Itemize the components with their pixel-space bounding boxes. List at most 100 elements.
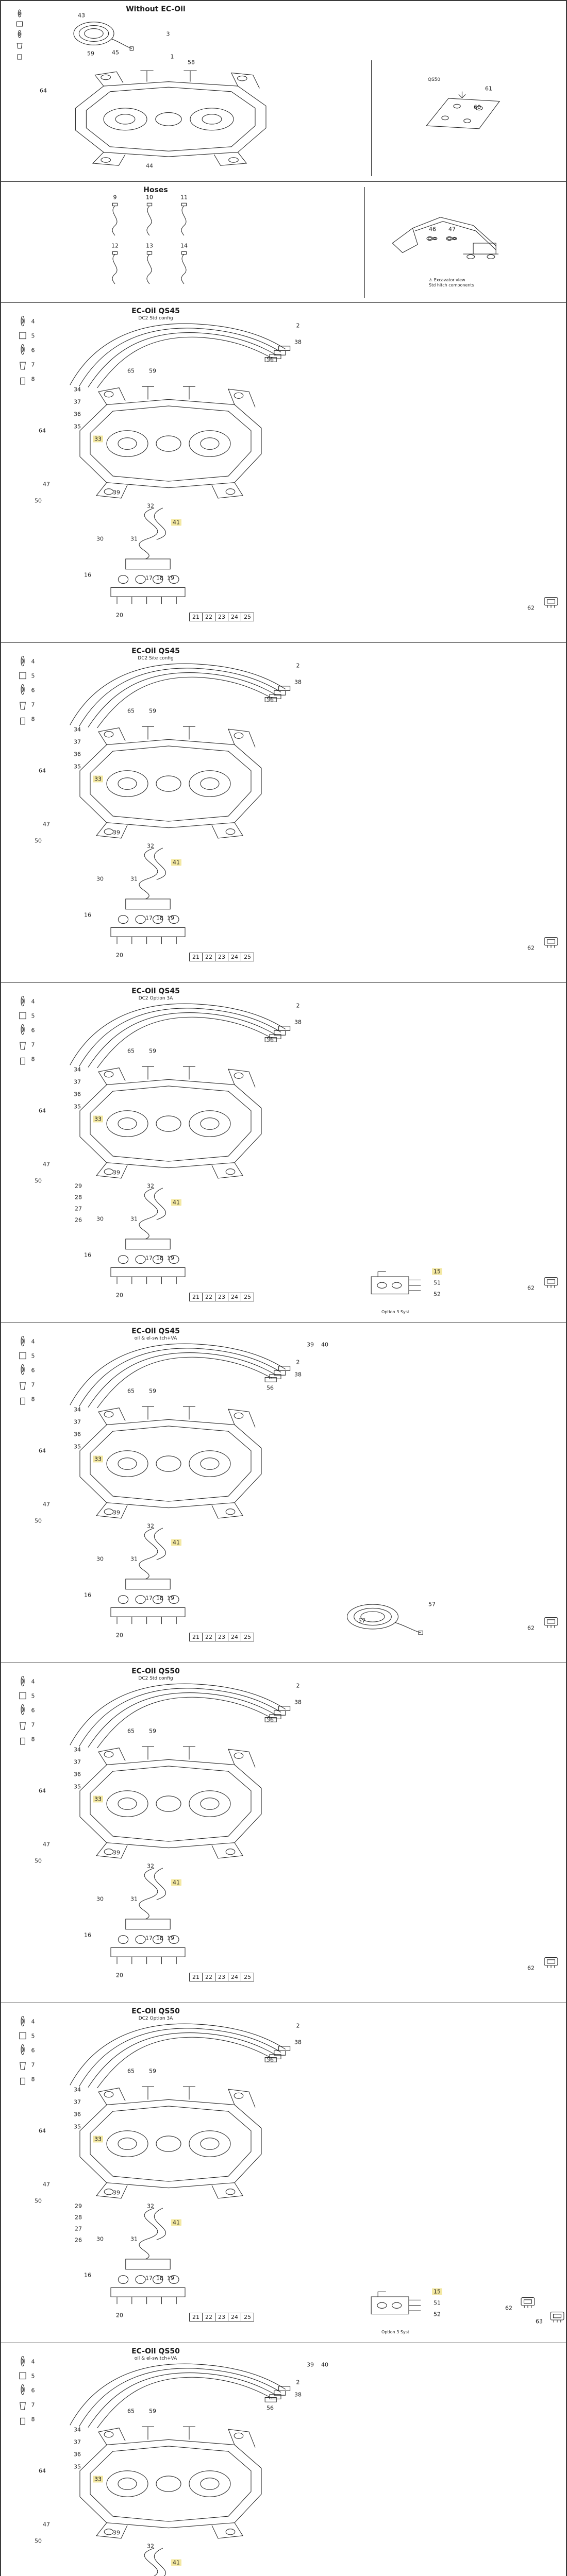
callout-26: 26 [75, 2236, 82, 2244]
callout-47: 47 [43, 2521, 50, 2528]
callout-23: 23 [215, 1633, 228, 1641]
callout-17: 17 [145, 574, 153, 582]
callout-36: 36 [74, 2111, 81, 2118]
hose-s-figure [146, 202, 152, 236]
connector-figure [544, 1277, 558, 1288]
callout-18: 18 [156, 2275, 163, 2282]
caution-note: ⚠ Excavator view Std hitch components [429, 278, 474, 287]
callout-31: 31 [130, 2235, 138, 2243]
callout-2: 2 [296, 1682, 300, 1689]
callout-15: 15 [432, 1268, 442, 1275]
callout-21: 21 [192, 954, 199, 960]
callout-33: 33 [93, 435, 103, 443]
callout-65: 65 [127, 1727, 135, 1735]
connector-figure [544, 1617, 558, 1628]
callout-23: 23 [215, 1293, 228, 1301]
callout-30: 30 [96, 535, 104, 543]
callout-65: 65 [127, 2067, 135, 2075]
callout-36: 36 [74, 751, 81, 758]
callout-35: 35 [74, 1103, 81, 1110]
callout-64: 64 [39, 1447, 46, 1454]
callout-64: 64 [39, 1787, 46, 1794]
callout-19: 19 [167, 574, 174, 582]
stack-figure [16, 9, 23, 60]
callout-2: 2 [296, 1002, 300, 1009]
callout-16: 16 [84, 1931, 91, 1939]
callout-30: 30 [96, 1555, 104, 1563]
callout-30: 30 [96, 2235, 104, 2243]
callout-57: 57 [358, 1617, 365, 1624]
callout-44: 44 [146, 162, 153, 170]
callout-52: 52 [433, 1291, 441, 1298]
callout-16: 16 [84, 571, 91, 579]
callout-2: 2 [296, 662, 300, 669]
callout-31: 31 [130, 875, 138, 883]
callout-31: 31 [130, 1895, 138, 1903]
callout-8: 8 [31, 1736, 35, 1743]
callout-24: 24 [228, 953, 241, 961]
callout-20: 20 [116, 1972, 123, 1979]
callout-28: 28 [75, 2214, 82, 2221]
callout-23: 23 [215, 953, 228, 961]
callout-34: 34 [74, 1066, 81, 1073]
callout-6: 6 [31, 1367, 35, 1374]
callout-35: 35 [74, 763, 81, 770]
callout-32: 32 [147, 2202, 154, 2210]
callout-6: 6 [31, 1027, 35, 1034]
callout-8: 8 [31, 1056, 35, 1063]
callout-22: 22 [202, 1293, 215, 1301]
callout-36: 36 [74, 2451, 81, 2458]
callout-40: 40 [321, 2361, 328, 2368]
plate-figure [426, 91, 501, 129]
callout-7: 7 [31, 361, 35, 368]
option-note: Option 3 Syst [381, 2330, 409, 2334]
callout-22: 22 [202, 1633, 215, 1641]
callout-36: 36 [74, 1091, 81, 1098]
callout-50: 50 [35, 1517, 42, 1524]
manifold-figure [110, 2547, 186, 2576]
callout-65: 65 [127, 1047, 135, 1055]
hose-s-figure [112, 202, 118, 236]
callout-37: 37 [74, 738, 81, 745]
callout-50: 50 [35, 2197, 42, 2205]
callout-9: 9 [113, 194, 117, 201]
section-title: EC-Oil QS50 [131, 2007, 180, 2015]
callout-35: 35 [74, 423, 81, 430]
callout-31: 31 [130, 535, 138, 543]
callout-34: 34 [74, 2426, 81, 2433]
callout-34: 34 [74, 726, 81, 733]
section-title: EC-Oil QS50 [131, 1667, 180, 1675]
oring-figure [426, 236, 437, 241]
callout-64: 64 [39, 2467, 46, 2475]
callout-12: 12 [111, 242, 119, 249]
callout-1: 1 [170, 53, 174, 60]
callout-21: 21 [192, 1974, 199, 1980]
callout-37: 37 [74, 2438, 81, 2446]
callout-5: 5 [31, 1692, 35, 1700]
callout-41: 41 [171, 1539, 181, 1546]
frame-figure [60, 62, 277, 172]
section-subtitle: DC2 Option 3A [138, 2016, 173, 2021]
callout-39: 39 [113, 1509, 120, 1516]
stack-figure [19, 1675, 26, 1745]
callout-47: 47 [43, 2181, 50, 2188]
option-note: Option 3 Syst [381, 1310, 409, 1314]
callout-7: 7 [31, 2401, 35, 2409]
callout-25: 25 [241, 1973, 254, 1981]
manifold-figure [110, 1187, 186, 1285]
callout-65: 65 [127, 367, 135, 375]
callout-63: 63 [536, 2318, 543, 2325]
section-title: Hoses [143, 186, 168, 194]
callout-56: 56 [266, 1036, 274, 1043]
callout-39: 39 [307, 2361, 314, 2368]
callout-25: 25 [241, 1633, 254, 1641]
callout-65: 65 [127, 1387, 135, 1395]
callout-6: 6 [31, 687, 35, 694]
callout-47: 47 [43, 1501, 50, 1508]
callout-40: 40 [321, 1341, 328, 1348]
